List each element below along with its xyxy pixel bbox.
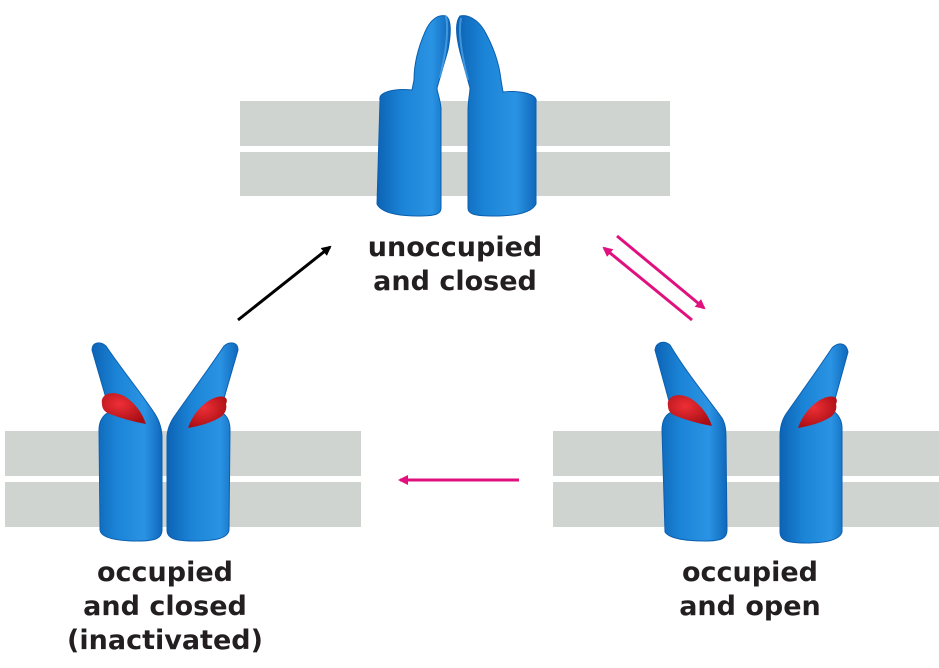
state-occupied-open	[553, 341, 939, 544]
state-occupied-closed	[5, 342, 361, 542]
membrane-top	[240, 101, 670, 196]
label-occupied-closed: occupied and closed (inactivated)	[50, 556, 280, 658]
label-occupied-open: occupied and open	[650, 556, 850, 624]
label-line: (inactivated)	[67, 625, 263, 656]
label-line: and closed	[373, 266, 537, 297]
channel-open-right	[654, 341, 849, 544]
state-unoccupied-closed	[240, 15, 670, 217]
label-line: occupied	[96, 557, 233, 588]
label-line: and closed	[83, 591, 247, 622]
ligand-right-right-state	[798, 396, 837, 428]
channel-closed-left	[91, 342, 239, 542]
arrow-open-to-unoccupied	[602, 246, 693, 322]
label-line: unoccupied	[367, 232, 543, 263]
label-line: occupied	[681, 557, 818, 588]
ligand-left-left-state	[101, 393, 146, 424]
ligand-left-right-state	[667, 395, 712, 426]
label-unoccupied-closed: unoccupied and closed	[330, 231, 580, 299]
transition-arrows	[237, 234, 706, 485]
channel-closed-top	[376, 15, 537, 217]
arrow-unoccupied-to-open	[616, 234, 706, 310]
arrow-inactivated-to-unoccupied	[237, 245, 332, 322]
membrane-right	[553, 431, 939, 527]
label-line: and open	[679, 591, 821, 622]
ligand-right-left-state	[188, 396, 227, 428]
